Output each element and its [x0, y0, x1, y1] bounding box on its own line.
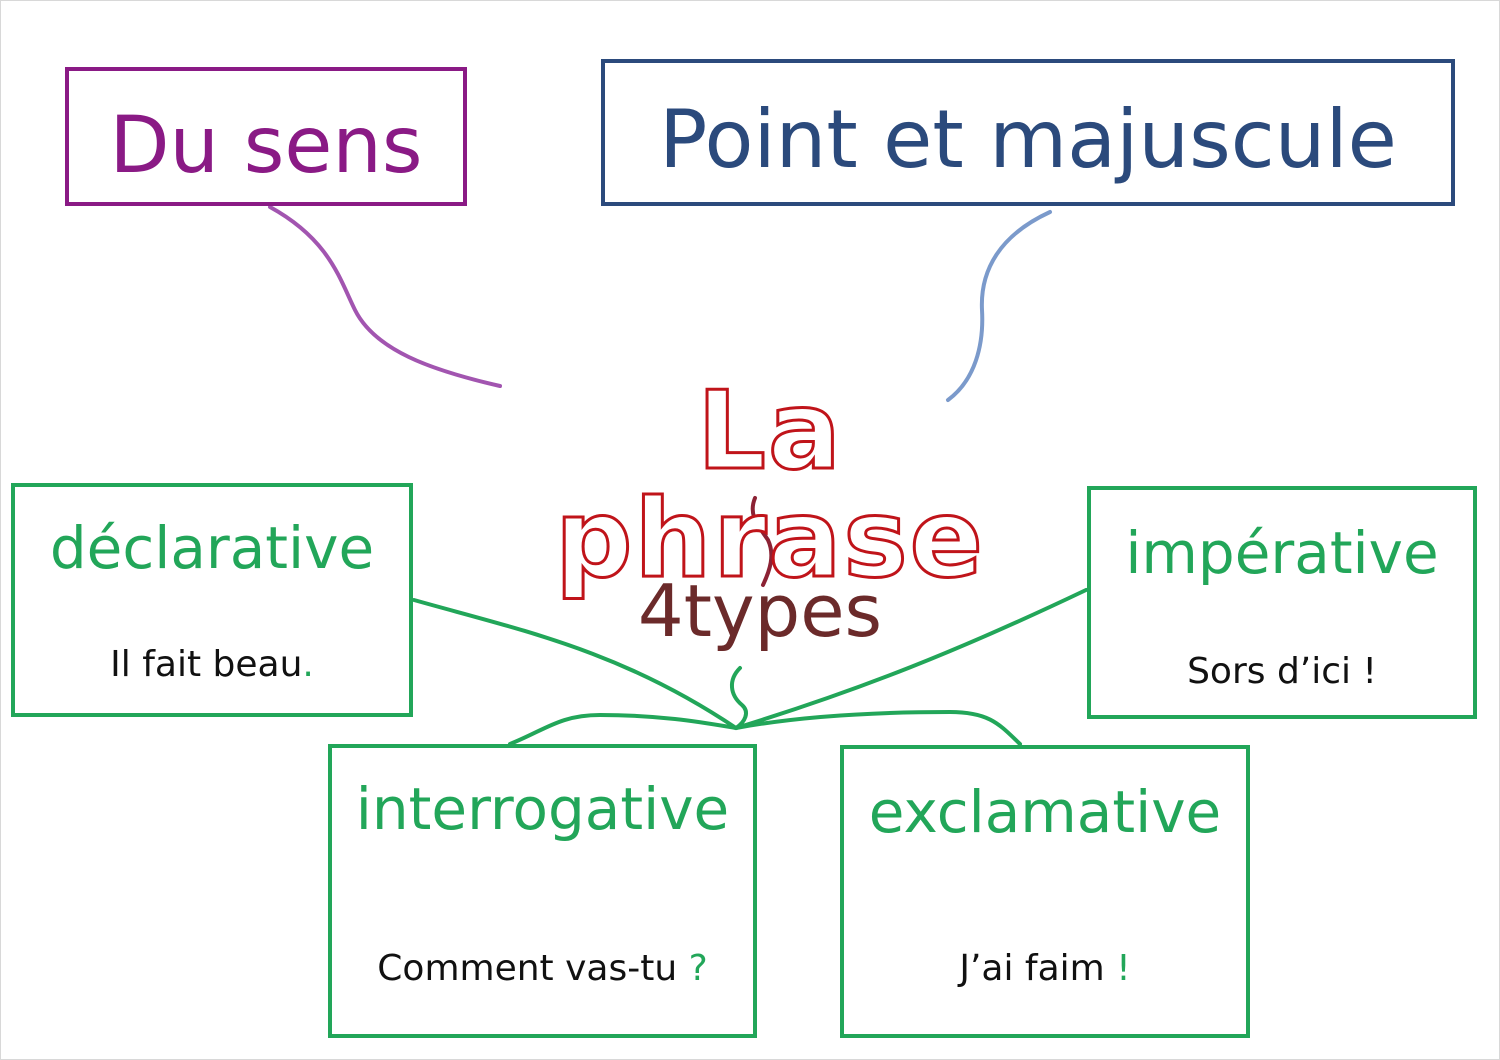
connector-imperative — [734, 588, 1088, 730]
types-label: 4types — [637, 569, 883, 653]
interrogative-example: Comment vas-tu ? — [332, 951, 753, 987]
imperative-example: Sors d’ici ! — [1091, 654, 1473, 690]
interrogative-title: interrogative — [355, 775, 730, 843]
connector-du-sens — [268, 205, 502, 388]
imperative-title: impérative — [1125, 519, 1439, 587]
declarative-sentence: Il fait beau — [110, 644, 303, 685]
connector-interrogative — [508, 712, 738, 746]
declarative-box: déclarative Il fait beau. — [11, 483, 413, 717]
du-sens-label: Du sens — [109, 101, 423, 191]
interrogative-box: interrogative Comment vas-tu ? — [328, 744, 757, 1038]
interrogative-sentence: Comment vas-tu — [377, 948, 689, 989]
connector-declarative — [412, 598, 738, 730]
exclamative-title: exclamative — [868, 778, 1222, 846]
point-majuscule-box: Point et majuscule — [601, 59, 1455, 206]
imperative-sentence: Sors d’ici ! — [1187, 651, 1377, 692]
connector-types-hub — [730, 666, 748, 730]
du-sens-box: Du sens — [65, 67, 467, 206]
imperative-box: impérative Sors d’ici ! — [1087, 486, 1477, 719]
interrogative-punct: ? — [688, 948, 708, 989]
connector-exclamative — [734, 709, 1022, 746]
exclamative-punct: ! — [1116, 948, 1131, 989]
point-majuscule-label: Point et majuscule — [659, 93, 1397, 186]
connector-phrase-types — [750, 496, 774, 587]
exclamative-example: J’ai faim ! — [844, 951, 1246, 987]
exclamative-sentence: J’ai faim — [959, 948, 1117, 989]
main-title: La phrase — [554, 369, 985, 602]
exclamative-box: exclamative J’ai faim ! — [840, 745, 1250, 1038]
declarative-example: Il fait beau. — [15, 647, 409, 683]
declarative-punct: . — [302, 644, 314, 685]
declarative-title: déclarative — [49, 514, 375, 582]
connector-point-majuscule — [946, 210, 1052, 402]
